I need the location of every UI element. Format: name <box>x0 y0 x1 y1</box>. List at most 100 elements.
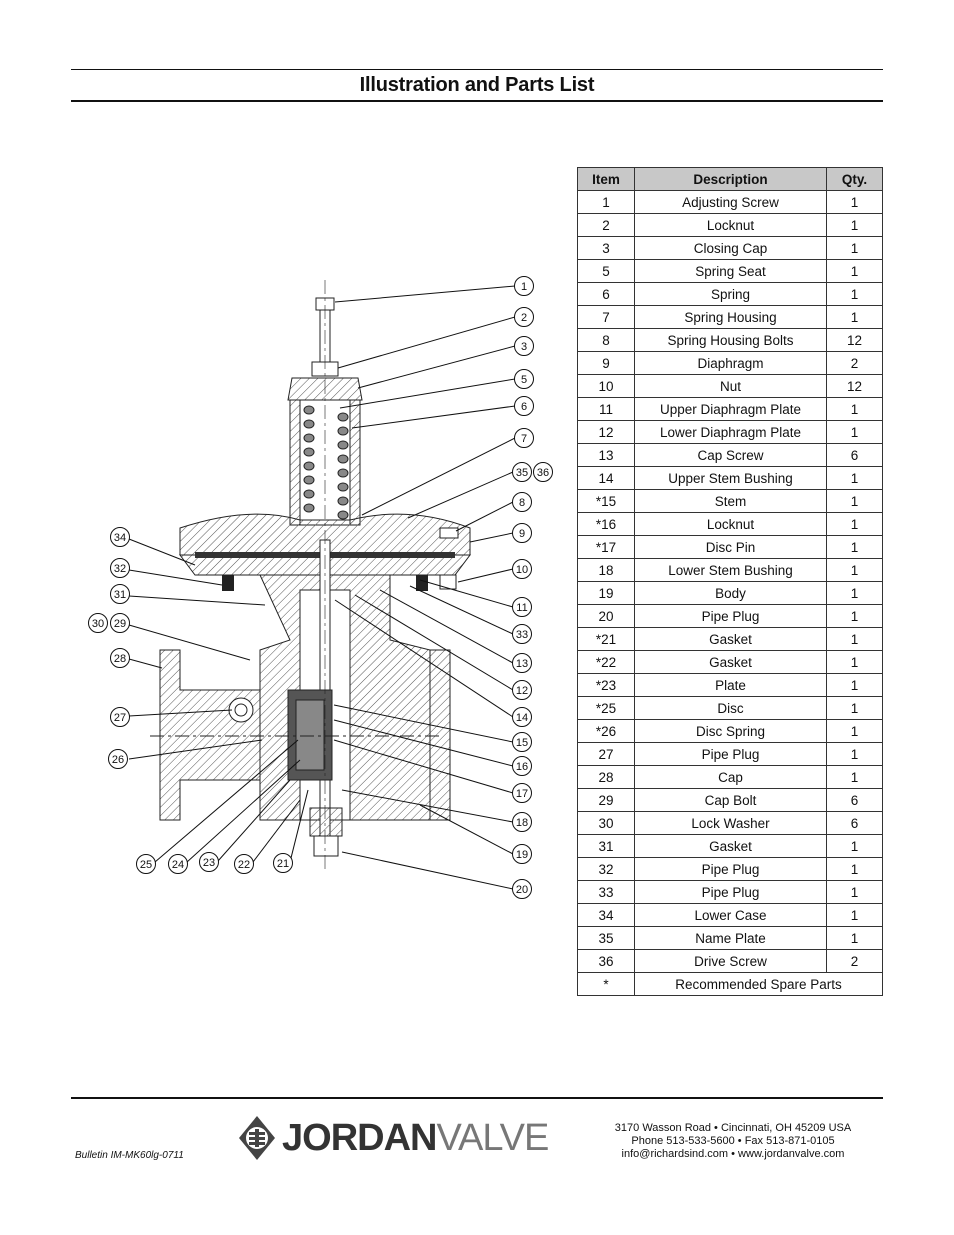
cell-item: 1 <box>577 190 635 214</box>
cell-qty: 1 <box>826 397 883 421</box>
cell-item: 19 <box>577 581 635 605</box>
cell-description: Disc Pin <box>634 535 827 559</box>
cell-description: Spring Housing <box>634 305 827 329</box>
contact-block: 3170 Wasson Road • Cincinnati, OH 45209 … <box>590 1122 876 1161</box>
callout-label: 10 <box>516 564 528 576</box>
callout-12 <box>512 680 532 700</box>
cell-item: 33 <box>577 880 635 904</box>
callout-label: 21 <box>277 858 289 870</box>
callout-11 <box>512 597 532 617</box>
callout-27 <box>110 707 130 727</box>
callout-32 <box>110 558 130 578</box>
spring-coils <box>303 405 349 520</box>
cell-description: Pipe Plug <box>634 742 827 766</box>
cell-qty: 1 <box>826 305 883 329</box>
address-line: 3170 Wasson Road • Cincinnati, OH 45209 … <box>614 1122 852 1134</box>
cell-item: *17 <box>577 535 635 559</box>
web-line: info@richardsind.com • www.jordanvalve.c… <box>621 1148 845 1160</box>
column-header-description: Description <box>634 167 827 191</box>
callout-7 <box>514 428 534 448</box>
cell-qty: 1 <box>826 581 883 605</box>
cell-qty: 1 <box>826 627 883 651</box>
cell-description: Body <box>634 581 827 605</box>
callout-label: 16 <box>516 761 528 773</box>
cell-description: Spring Seat <box>634 259 827 283</box>
cell-description: Closing Cap <box>634 236 827 260</box>
cell-qty: 1 <box>826 857 883 881</box>
callout-label: 23 <box>203 857 215 869</box>
callout-label: 28 <box>114 653 126 665</box>
callout-label: 29 <box>114 618 126 630</box>
callout-10 <box>512 559 532 579</box>
cell-qty: 1 <box>826 535 883 559</box>
table-footnote-row: * Recommended Spare Parts <box>577 972 883 996</box>
callout-36 <box>533 462 553 482</box>
callout-19 <box>512 844 532 864</box>
cell-item: 11 <box>577 397 635 421</box>
header-top-rule <box>71 69 883 70</box>
callout-29 <box>110 613 130 633</box>
cell-qty: 1 <box>826 512 883 536</box>
cell-item: 27 <box>577 742 635 766</box>
cell-qty: 1 <box>826 489 883 513</box>
callout-25 <box>136 854 156 874</box>
cell-item: 30 <box>577 811 635 835</box>
cell-description: Lock Washer <box>634 811 827 835</box>
cell-qty: 1 <box>826 604 883 628</box>
cell-qty: 1 <box>826 834 883 858</box>
logo-wordmark: JORDANVALVE <box>282 1116 549 1159</box>
cell-description: Nut <box>634 374 827 398</box>
cell-description: Cap <box>634 765 827 789</box>
callout-14 <box>512 707 532 727</box>
callout-label: 17 <box>516 788 528 800</box>
callout-label: 30 <box>92 618 104 630</box>
callout-33 <box>512 624 532 644</box>
cell-item: *26 <box>577 719 635 743</box>
column-header-item: Item <box>577 167 635 191</box>
callout-34 <box>110 527 130 547</box>
cell-qty: 1 <box>826 558 883 582</box>
callout-label: 3 <box>521 341 527 353</box>
cell-qty: 1 <box>826 926 883 950</box>
cell-description: Pipe Plug <box>634 604 827 628</box>
cell-item: 35 <box>577 926 635 950</box>
callout-21 <box>273 853 293 873</box>
cell-qty: 1 <box>826 282 883 306</box>
cell-item: *15 <box>577 489 635 513</box>
callout-2 <box>514 307 534 327</box>
cell-qty: 1 <box>826 466 883 490</box>
cell-description: Upper Diaphragm Plate <box>634 397 827 421</box>
callout-label: 5 <box>521 374 527 386</box>
callout-label: 15 <box>516 737 528 749</box>
callout-label: 18 <box>516 817 528 829</box>
callout-5 <box>514 369 534 389</box>
cell-qty: 1 <box>826 903 883 927</box>
callout-20 <box>512 879 532 899</box>
callout-label: 12 <box>516 685 528 697</box>
cell-description: Pipe Plug <box>634 857 827 881</box>
footnote-mark: * <box>577 972 635 996</box>
cell-qty: 6 <box>826 788 883 812</box>
callout-label: 26 <box>112 754 124 766</box>
callout-30 <box>88 613 108 633</box>
jordan-valve-logo-icon <box>239 1116 275 1160</box>
callout-15 <box>512 732 532 752</box>
cell-description: Cap Screw <box>634 443 827 467</box>
